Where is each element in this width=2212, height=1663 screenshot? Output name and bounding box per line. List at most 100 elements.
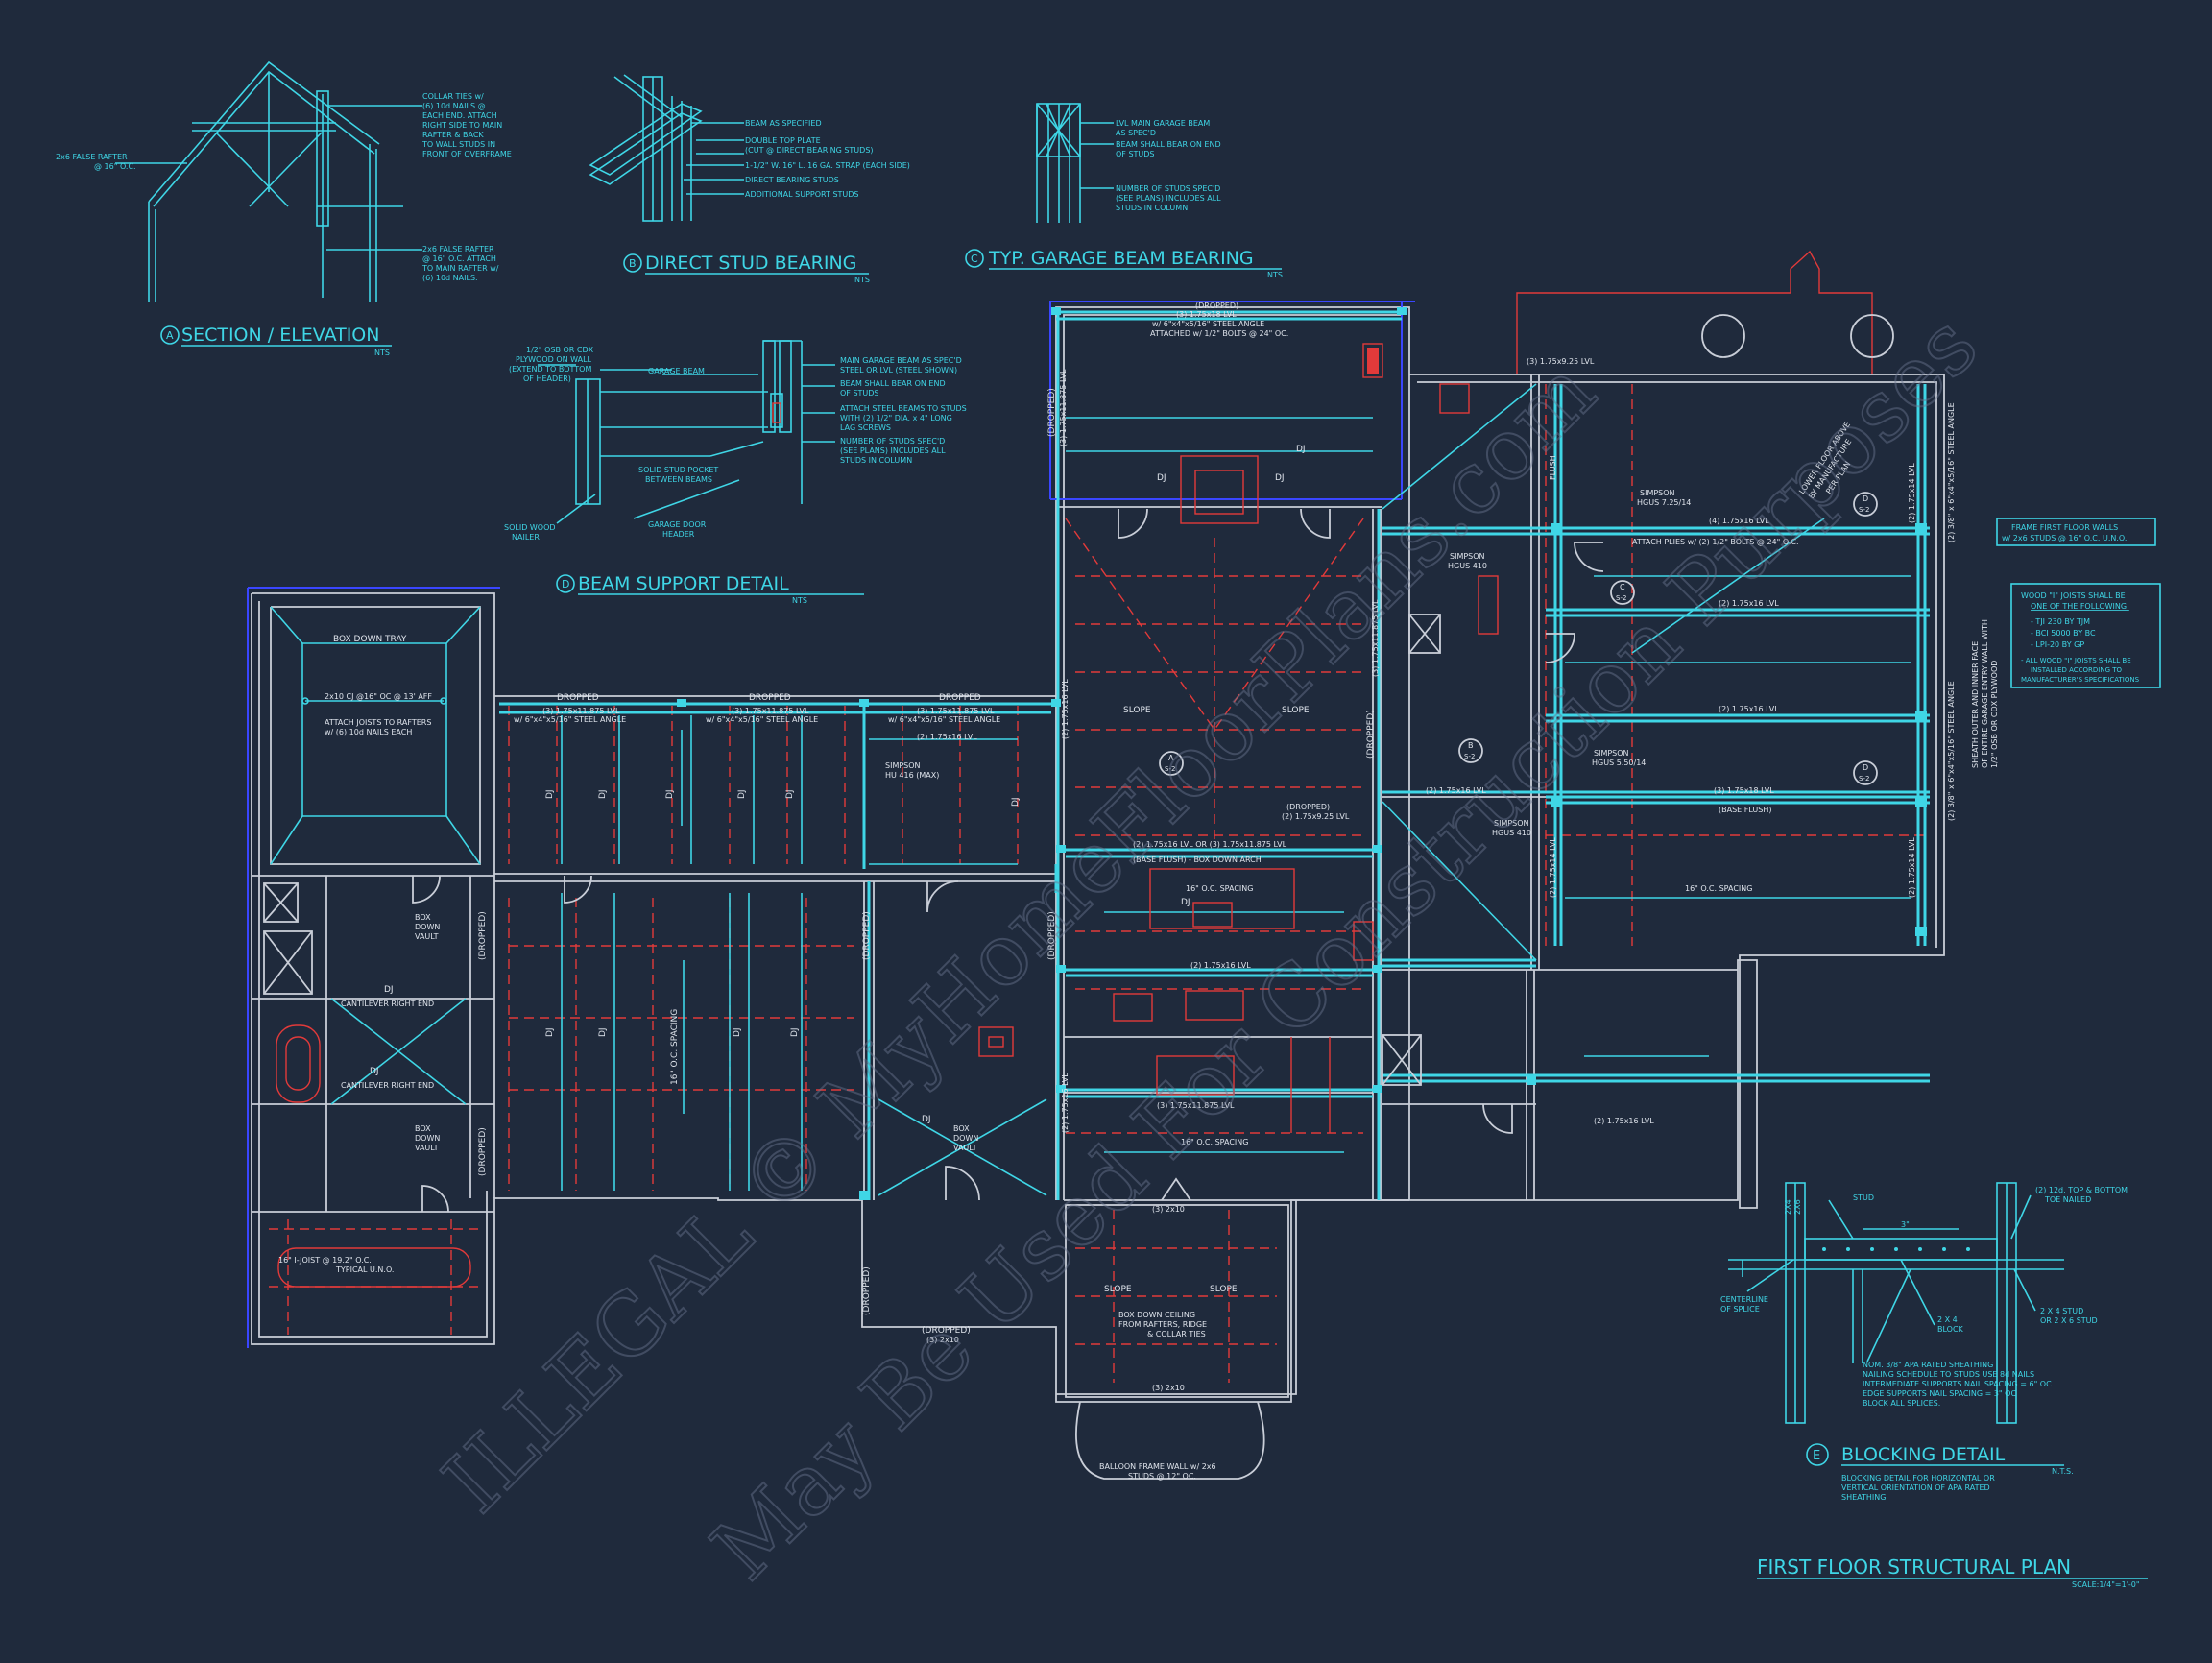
- detail-e-note: VERTICAL ORIENTATION OF APA RATED: [1841, 1483, 1990, 1492]
- detail-d-garage-beam: GARAGE BEAM: [648, 367, 705, 375]
- detail-d-scale: NTS: [792, 596, 807, 605]
- section-marker: S-2: [1165, 765, 1175, 773]
- detail-d-pocket: BETWEEN BEAMS: [645, 475, 712, 484]
- detail-e-centerline: OF SPLICE: [1720, 1305, 1760, 1314]
- frame-note: FRAME FIRST FLOOR WALLS: [2011, 523, 2118, 532]
- label-garage-beam: (3) 1.75x18 LVL: [1176, 310, 1237, 319]
- watermark: ILLEGAL © MyHomeFloorPlans.com May Be Us…: [423, 295, 1997, 1600]
- label-box-down-ceiling: & COLLAR TIES: [1147, 1330, 1206, 1338]
- notes-boxes: FRAME FIRST FLOOR WALLS w/ 2x6 STUDS @ 1…: [1996, 518, 2161, 688]
- label-lvl3: (3) 1.75x11.875 LVL: [1157, 1101, 1235, 1110]
- label-lvl: (3) 1.75x11.875 LVL: [542, 707, 620, 715]
- label-slope: SLOPE: [1123, 706, 1151, 715]
- label-box-down-tray: BOX DOWN TRAY: [333, 635, 407, 644]
- label-cantilever: CANTILEVER RIGHT END: [341, 1081, 434, 1090]
- label-lvl4: (4) 1.75x16 LVL: [1709, 517, 1769, 525]
- detail-d-note: NUMBER OF STUDS SPEC'D: [840, 437, 945, 446]
- label-i-joist: TYPICAL U.N.O.: [335, 1265, 394, 1274]
- detail-e-note: BLOCKING DETAIL FOR HORIZONTAL OR: [1841, 1474, 1995, 1482]
- detail-d-note: WITH (2) 1/2" DIA. x 4" LONG: [840, 414, 952, 422]
- detail-e-dim: 2X4: [1784, 1199, 1792, 1215]
- label-box-down-vault: BOX: [415, 913, 431, 922]
- label-simpson: SIMPSON: [1494, 819, 1529, 828]
- section-marker: S-2: [1616, 594, 1626, 602]
- label-box-down-ceiling: BOX DOWN CEILING: [1118, 1311, 1195, 1319]
- wood-i-joist-note: - ALL WOOD "I" JOISTS SHALL BE: [2021, 657, 2131, 664]
- beam-end-markers: [677, 307, 1927, 1200]
- detail-b-note: BEAM AS SPECIFIED: [745, 119, 822, 128]
- label-oc-spacing: 16" O.C. SPACING: [1685, 884, 1752, 893]
- label-i-joist: 16" I-JOIST @ 19.2" O.C.: [278, 1256, 372, 1265]
- label-dj: DJ: [733, 1027, 742, 1037]
- label-dropped-vertical: (DROPPED): [478, 1127, 488, 1176]
- label-garage-beam: w/ 6"x4"x5/16" STEEL ANGLE: [1152, 320, 1264, 328]
- plan-title: FIRST FLOOR STRUCTURAL PLAN: [1757, 1555, 2071, 1579]
- label-dj: DJ: [384, 985, 394, 995]
- detail-a-note: COLLAR TIES w/: [422, 92, 484, 101]
- detail-e-nom: NAILING SCHEDULE TO STUDS USE 8d NAILS: [1863, 1370, 2034, 1379]
- label-dropped-bottom: (DROPPED): [922, 1326, 971, 1336]
- label-lvl2: (2) 1.75x16 LVL: [1719, 705, 1779, 713]
- detail-e-stud2: OR 2 X 6 STUD: [2040, 1316, 2098, 1325]
- label-steel-angle: w/ 6"x4"x5/16" STEEL ANGLE: [888, 715, 1000, 724]
- label-lvl2-14: (2) 1.75x14 LVL: [1549, 837, 1557, 898]
- label-box-down-vault: VAULT: [415, 932, 439, 941]
- label-dropped-vertical: (DROPPED): [478, 911, 488, 960]
- detail-d-title: BEAM SUPPORT DETAIL: [578, 573, 789, 594]
- label-slope: SLOPE: [1210, 1285, 1238, 1294]
- detail-e-note: SHEATHING: [1841, 1493, 1886, 1502]
- section-marker: D: [1863, 494, 1868, 503]
- label-dj: DJ: [1181, 898, 1190, 907]
- detail-a-letter: A: [166, 329, 174, 342]
- detail-a-scale: NTS: [374, 349, 390, 357]
- label-lvl: (3) 1.75x11.875 LVL: [732, 707, 809, 715]
- detail-c-note: (SEE PLANS) INCLUDES ALL: [1116, 194, 1221, 203]
- label-attach-joists: ATTACH JOISTS TO RAFTERS: [325, 718, 431, 727]
- label-dropped-vertical: (DROPPED): [1366, 710, 1376, 759]
- label-dropped: DROPPED: [939, 693, 981, 703]
- label-dj: DJ: [737, 789, 747, 799]
- label-dropped-vertical: (DROPPED): [1047, 388, 1057, 437]
- label-dj: DJ: [1296, 445, 1306, 454]
- label-lvl2-14: (2) 1.75x14 LVL: [1908, 463, 1916, 523]
- detail-e-nom: EDGE SUPPORTS NAIL SPACING = 3" OC: [1863, 1389, 2016, 1398]
- detail-d-left-note: (EXTEND TO BOTTOM: [509, 365, 591, 374]
- label-flush: FLUSH: [1549, 455, 1557, 480]
- label-lvl3: (3) 1.75x11.875 LVL: [1059, 369, 1068, 446]
- label-slope: SLOPE: [1282, 706, 1310, 715]
- label-base-flush: (BASE FLUSH): [1719, 806, 1772, 814]
- detail-e-nom: BLOCK ALL SPLICES.: [1863, 1399, 1940, 1408]
- detail-b-note: ADDITIONAL SUPPORT STUDS: [745, 190, 859, 199]
- detail-d-note: (SEE PLANS) INCLUDES ALL: [840, 446, 946, 455]
- detail-c-note: BEAM SHALL BEAR ON END: [1116, 140, 1221, 149]
- label-dropped-vertical: (DROPPED): [862, 1266, 872, 1315]
- detail-b-direct-stud-bearing: BEAM AS SPECIFIED DOUBLE TOP PLATE (CUT …: [589, 74, 910, 284]
- wood-i-joist-note: ONE OF THE FOLLOWING:: [2031, 602, 2129, 611]
- label-lvl2: (2) 1.75x16 LVL: [1061, 679, 1070, 739]
- label-dj: DJ: [1275, 473, 1285, 483]
- detail-e-blocking: 3" 2X4 2X6 STUD (2) 12d, TOP & BOTTOM TO…: [1720, 1182, 2128, 1502]
- detail-c-note: STUDS IN COLUMN: [1116, 204, 1188, 212]
- detail-c-letter: C: [971, 253, 978, 265]
- label-simpson: HGUS 410: [1448, 562, 1487, 570]
- wood-i-joist-note: - TJI 230 BY TJM: [2031, 617, 2090, 626]
- watermark-text: May Be Used For Construction Purposes: [693, 296, 1996, 1599]
- detail-c-garage-beam-bearing: LVL MAIN GARAGE BEAM AS SPEC'D BEAM SHAL…: [965, 103, 1283, 279]
- detail-a-note: FRONT OF OVERFRAME: [422, 150, 512, 158]
- wood-i-joist-note: INSTALLED ACCORDING TO: [2031, 666, 2123, 674]
- detail-a-bottom-note: TO MAIN RAFTER w/: [421, 264, 499, 273]
- detail-a-note: RAFTER & BACK: [422, 131, 484, 139]
- wood-i-joist-note: - LPI-20 BY GP: [2031, 640, 2084, 649]
- detail-e-centerline: CENTERLINE: [1720, 1295, 1768, 1304]
- detail-b-title: DIRECT STUD BEARING: [645, 253, 856, 274]
- label-2x10: (3) 2x10: [1152, 1205, 1185, 1214]
- label-2x10: (3) 2x10: [926, 1336, 959, 1344]
- label-simpson: SIMPSON: [1450, 552, 1485, 561]
- label-dj: DJ: [370, 1067, 379, 1076]
- label-dj: DJ: [665, 789, 675, 799]
- detail-a-left-note: 2x6 FALSE RAFTER: [56, 153, 128, 161]
- label-box-down-vault: BOX: [953, 1124, 970, 1133]
- label-box-down-vault: VAULT: [953, 1144, 977, 1152]
- wood-i-joist-note: - BCI 5000 BY BC: [2031, 629, 2096, 638]
- label-balloon: BALLOON FRAME WALL w/ 2x6: [1099, 1462, 1216, 1471]
